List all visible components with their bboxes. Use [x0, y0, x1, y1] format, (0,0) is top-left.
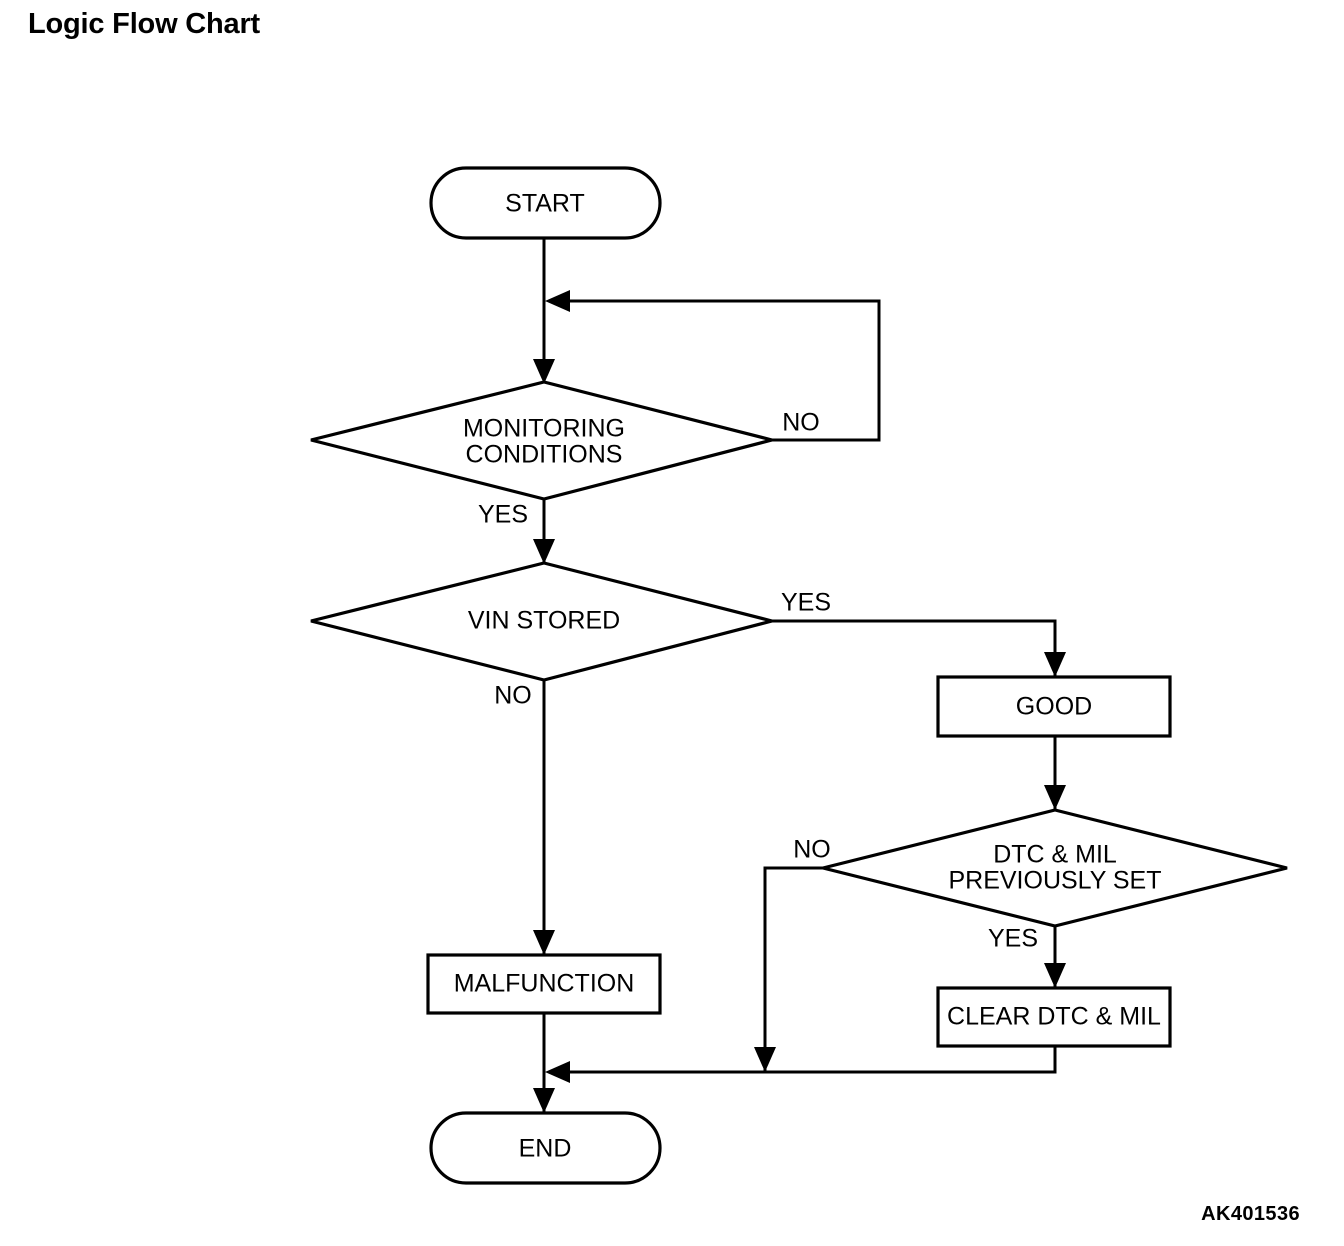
node-dtcmil-label-line2: PREVIOUSLY SET — [948, 867, 1161, 895]
node-good-label: GOOD — [1016, 693, 1092, 721]
edge-monitoring-no-loop — [556, 299, 881, 442]
node-monitoring-label-line1: MONITORING — [463, 415, 625, 443]
page-title: Logic Flow Chart — [28, 8, 261, 40]
arrowhead-monitoring-no-loop — [545, 290, 570, 312]
edge-label-dtcmil-no: NO — [793, 836, 831, 864]
arrowhead-into-monitoring — [533, 359, 555, 384]
node-end[interactable] — [429, 1111, 662, 1185]
arrowhead-into-clear — [1044, 963, 1066, 988]
edge-clear-to-merge — [556, 1046, 1057, 1074]
figure-code: AK401536 — [1201, 1203, 1300, 1225]
node-end-label: END — [519, 1135, 572, 1163]
edge-dtcmil-no — [763, 866, 823, 1071]
arrowhead-into-end — [533, 1088, 555, 1113]
node-clear-dtc-mil[interactable] — [936, 986, 1172, 1048]
edge-vin-yes — [772, 619, 1057, 676]
edge-label-monitoring-yes: YES — [478, 501, 528, 529]
node-monitoring-label-line2: CONDITIONS — [466, 441, 623, 469]
node-dtc-mil-previously-set[interactable] — [822, 808, 1288, 928]
arrowhead-into-malfunction — [533, 930, 555, 955]
node-clear-dtc-mil-label: CLEAR DTC & MIL — [947, 1003, 1161, 1031]
arrowhead-into-good — [1044, 652, 1066, 677]
node-malfunction-label: MALFUNCTION — [454, 970, 635, 998]
arrowhead-into-dtcmil — [1044, 785, 1066, 810]
edge-label-monitoring-no: NO — [782, 409, 820, 437]
arrowhead-merge-into-trunk — [545, 1061, 570, 1083]
edge-label-dtcmil-yes: YES — [988, 925, 1038, 953]
node-dtcmil-label-line1: DTC & MIL — [993, 841, 1117, 869]
edge-label-vin-yes: YES — [781, 589, 831, 617]
node-monitoring-conditions[interactable] — [310, 380, 773, 501]
node-good[interactable] — [936, 675, 1172, 738]
node-start[interactable] — [429, 166, 662, 240]
node-malfunction[interactable] — [426, 953, 662, 1015]
arrowhead-dtcmil-no — [754, 1047, 776, 1072]
node-vin-stored-label: VIN STORED — [468, 607, 620, 635]
arrowhead-into-vin — [533, 539, 555, 564]
node-vin-stored[interactable] — [310, 561, 773, 682]
edge-label-vin-no: NO — [494, 682, 532, 710]
node-start-label: START — [505, 190, 585, 218]
